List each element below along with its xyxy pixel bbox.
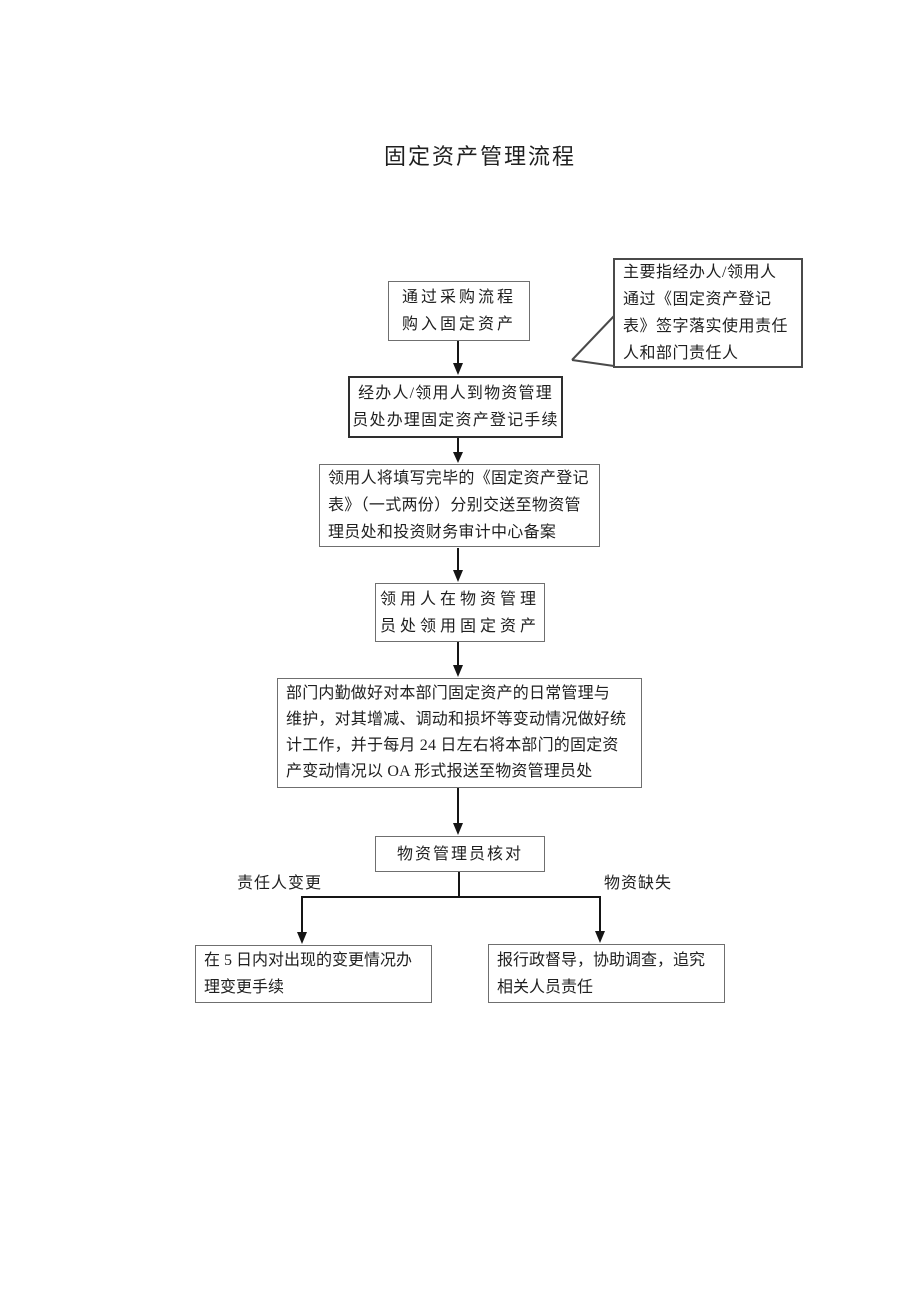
- flow-node-purchase: 通过采购流程 购入固定资产: [388, 281, 530, 341]
- arrowhead-icon: [453, 363, 463, 375]
- node-text-line: 经办人/领用人到物资管理: [358, 385, 553, 402]
- flow-node-register: 经办人/领用人到物资管理 员处办理固定资产登记手续: [348, 376, 563, 438]
- node-text-line: 产变动情况以 OA 形式报送至物资管理员处: [286, 763, 593, 780]
- page-title: 固定资产管理流程: [383, 144, 576, 169]
- arrowhead-icon: [297, 932, 307, 944]
- node-text-line: 维护，对其增减、调动和损坏等变动情况做好统: [286, 711, 627, 728]
- node-text-line: 领用人在物资管理: [379, 590, 540, 608]
- node-text-line: 报行政督导，协助调查，追究: [497, 951, 706, 969]
- arrowhead-icon: [595, 931, 605, 943]
- callout-note: 主要指经办人/领用人 通过《固定资产登记 表》签字落实使用责任 人和部门责任人: [613, 258, 803, 368]
- arrowhead-icon: [453, 823, 463, 835]
- flow-node-collect-asset: 领用人在物资管理 员处领用固定资产: [375, 583, 545, 642]
- arrowhead-icon: [453, 452, 463, 463]
- node-text-line: 计工作，并于每月 24 日左右将本部门的固定资: [286, 737, 619, 754]
- node-text-line: 理变更手续: [204, 979, 285, 996]
- node-text-line: 通过采购流程: [401, 289, 516, 306]
- node-text-line: 理员处和投资财务审计中心备案: [328, 524, 557, 541]
- node-text-line: 物资管理员核对: [396, 845, 523, 863]
- node-text-line: 部门内勤做好对本部门固定资产的日常管理与: [286, 685, 611, 702]
- arrowhead-icon: [453, 570, 463, 582]
- callout-text-line: 人和部门责任人: [623, 345, 739, 362]
- flow-node-submit-form: 领用人将填写完毕的《固定资产登记 表》（一式两份）分别交送至物资管 理员处和投资…: [319, 464, 600, 547]
- callout-text-line: 表》签字落实使用责任: [623, 318, 789, 335]
- arrowhead-icon: [453, 665, 463, 677]
- node-text-line: 购入固定资产: [401, 316, 516, 333]
- branch-label-material-missing: 物资缺失: [604, 875, 673, 892]
- flow-node-daily-management: 部门内勤做好对本部门固定资产的日常管理与 维护，对其增减、调动和损坏等变动情况做…: [277, 678, 642, 788]
- callout-tail: [571, 315, 615, 367]
- branch-label-responsible-change: 责任人变更: [237, 875, 323, 892]
- callout-text-line: 主要指经办人/领用人: [623, 264, 777, 281]
- node-text-line: 员处办理固定资产登记手续: [352, 412, 559, 429]
- flow-node-verify: 物资管理员核对: [375, 836, 545, 872]
- node-text-line: 在 5 日内对出现的变更情况办: [204, 952, 413, 969]
- callout-text-line: 通过《固定资产登记: [623, 291, 772, 308]
- node-text-line: 员处领用固定资产: [379, 617, 540, 635]
- node-text-line: 领用人将填写完毕的《固定资产登记: [328, 470, 589, 487]
- flow-node-report-investigate: 报行政督导，协助调查，追究 相关人员责任: [488, 944, 725, 1003]
- node-text-line: 相关人员责任: [497, 978, 594, 996]
- flow-node-change-procedure: 在 5 日内对出现的变更情况办 理变更手续: [195, 945, 432, 1003]
- node-text-line: 表》（一式两份）分别交送至物资管: [328, 497, 581, 514]
